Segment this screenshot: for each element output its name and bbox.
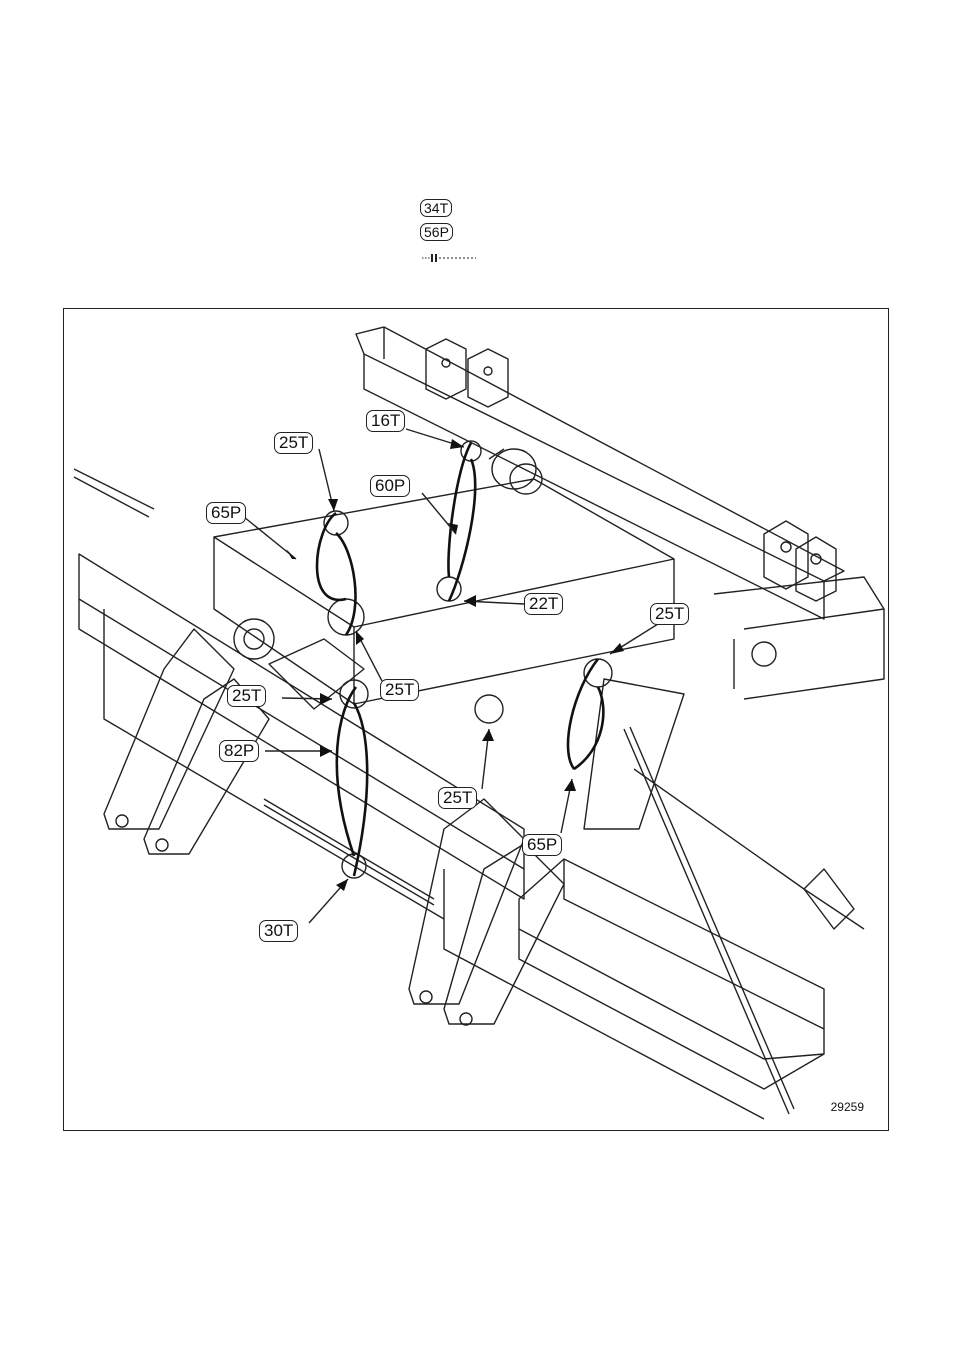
callout-60p: 60P (370, 475, 410, 497)
callout-25t-topleft: 25T (274, 432, 313, 454)
legend-teeth-row: 34T (420, 196, 540, 220)
callout-30t: 30T (259, 920, 298, 942)
legend: 34T 56P (420, 196, 540, 268)
drive-diagram-drawing (64, 309, 888, 1130)
callout-65p-right: 65P (522, 834, 562, 856)
legend-teeth-tag: 34T (420, 199, 452, 217)
legend-pitches-tag: 56P (420, 223, 453, 241)
callout-25t-right: 25T (650, 603, 689, 625)
chain-symbol-icon (420, 253, 480, 263)
figure-number: 29259 (831, 1100, 864, 1114)
callout-22t: 22T (524, 593, 563, 615)
callout-16t-top: 16T (366, 410, 405, 432)
callout-65p-left: 65P (206, 502, 246, 524)
callout-25t-lower: 25T (438, 787, 477, 809)
callout-25t-center: 25T (380, 679, 419, 701)
callout-82p: 82P (219, 740, 259, 762)
drive-diagram-frame: 16T 25T 65P 60P 22T 25T 25T 25T 82P 25T … (63, 308, 889, 1131)
legend-chain-row (420, 244, 540, 268)
legend-pitches-row: 56P (420, 220, 540, 244)
callout-25t-midleft: 25T (227, 685, 266, 707)
